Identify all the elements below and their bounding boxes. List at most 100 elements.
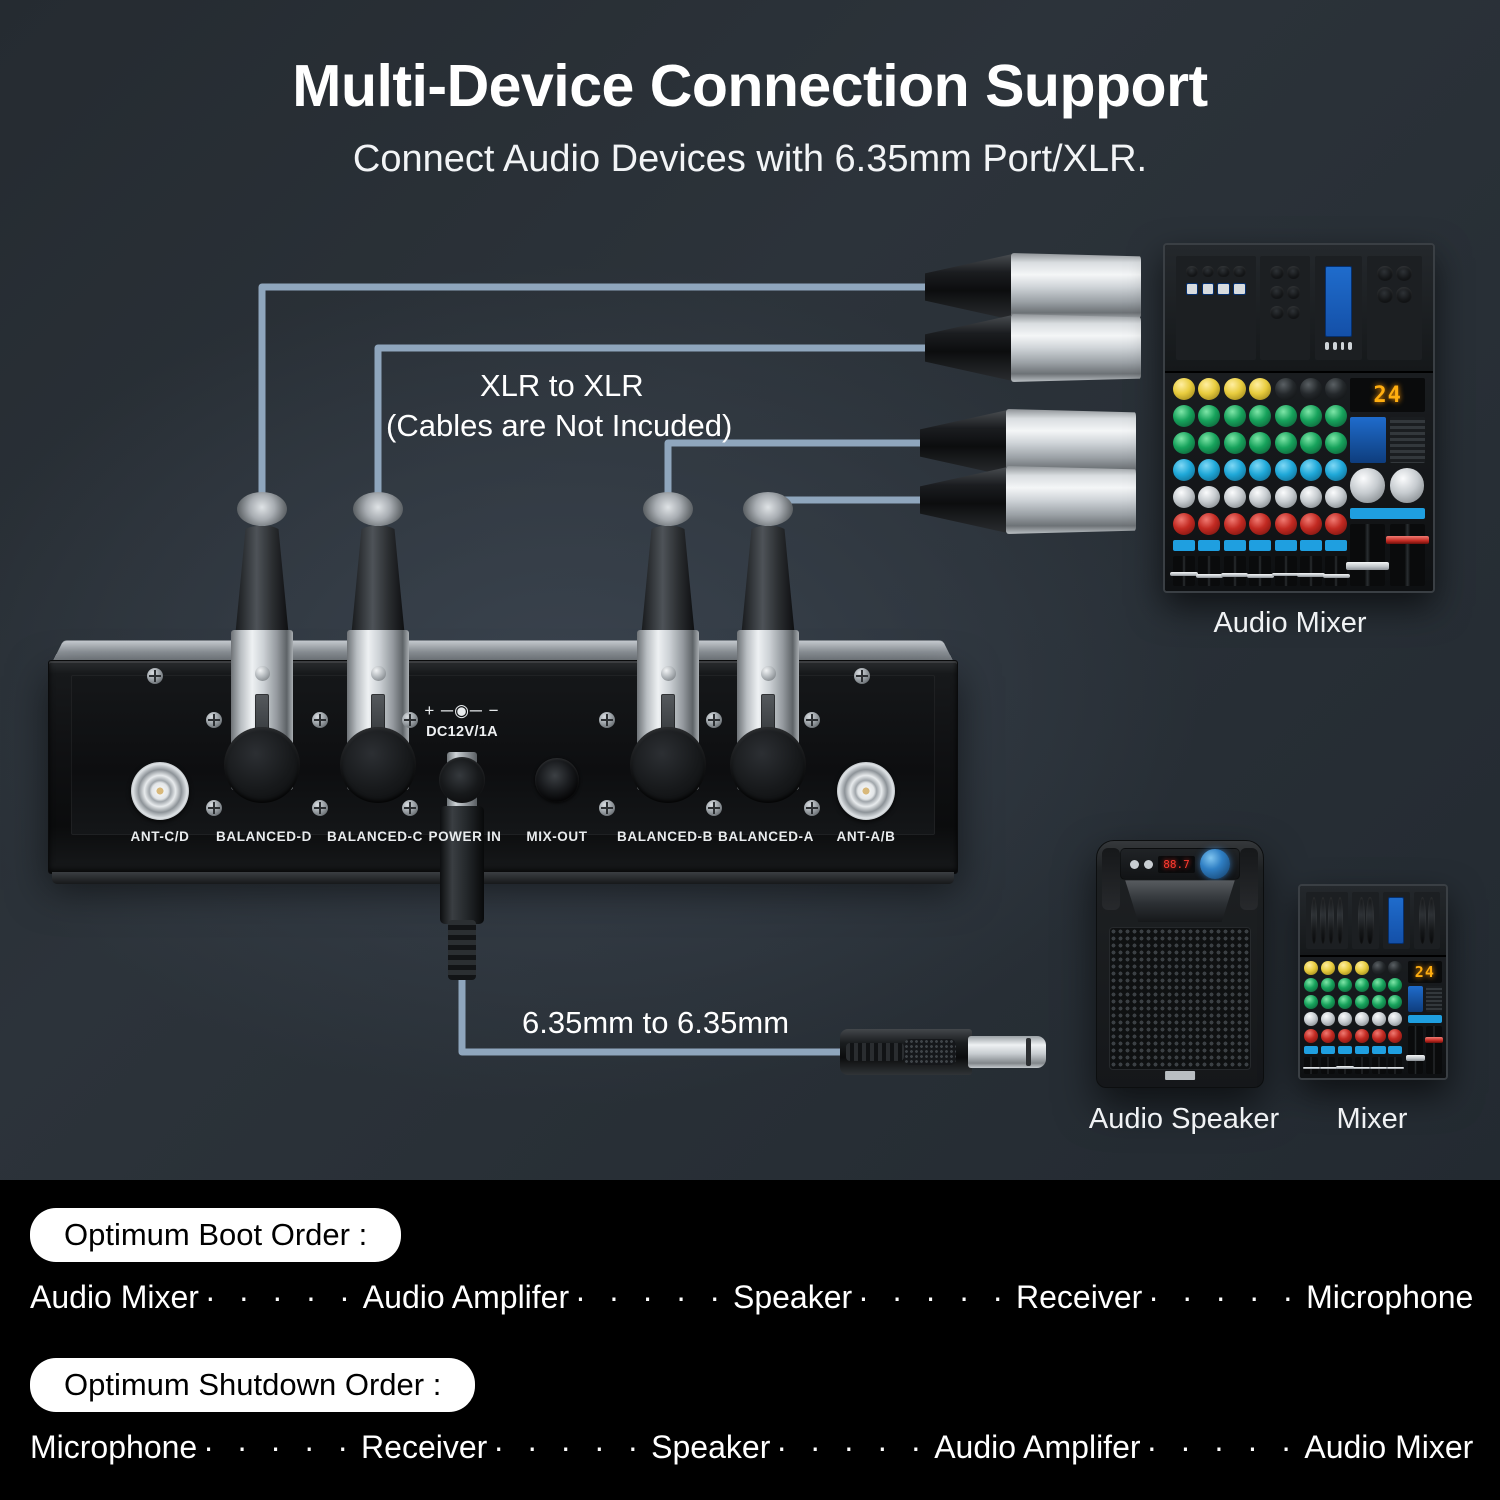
pan-knob[interactable] [1249,486,1272,508]
xlr-socket-balanced-c[interactable] [340,727,416,803]
mixer-trs-input[interactable] [1357,897,1365,944]
mixer-xlr-input[interactable] [1336,897,1343,944]
eq-knob[interactable] [1198,405,1221,428]
pan-knob[interactable] [1388,1012,1403,1026]
mute-button[interactable] [1304,1045,1319,1054]
channel-fader[interactable] [1336,1056,1354,1074]
gain-knob[interactable] [1388,961,1403,976]
xlr-socket-balanced-d[interactable] [224,727,300,803]
channel-fader[interactable] [1170,555,1198,586]
mute-button[interactable] [1198,539,1221,551]
mixer-xlr-input[interactable] [1328,897,1335,944]
mixer-trs-input[interactable] [1270,305,1285,319]
channel-fader[interactable] [1369,1056,1388,1074]
eq-knob[interactable] [1223,405,1246,428]
level-knob[interactable] [1173,512,1195,535]
gain-knob[interactable] [1338,961,1352,976]
level-knob[interactable] [1299,512,1322,535]
eq-knob[interactable] [1249,405,1272,428]
speaker-button[interactable] [1143,859,1153,869]
level-knob[interactable] [1304,1028,1319,1043]
mixer-trs-input[interactable] [1270,285,1285,299]
level-knob[interactable] [1198,512,1221,535]
mute-button[interactable] [1321,1045,1336,1054]
channel-fader[interactable] [1353,1056,1371,1074]
master-fader[interactable] [1406,1026,1426,1074]
eq-knob[interactable] [1304,978,1319,993]
mixer-output-jack[interactable] [1376,265,1394,282]
mute-button[interactable] [1338,1045,1352,1054]
channel-fader[interactable] [1386,1056,1404,1074]
mixer-xlr-input[interactable] [1185,265,1198,278]
pan-knob[interactable] [1354,1012,1369,1026]
mixer-output-jack[interactable] [1376,287,1394,303]
eq-knob[interactable] [1354,978,1369,993]
eq-knob[interactable] [1249,432,1272,455]
channel-fader[interactable] [1221,555,1249,586]
speaker-volume-knob[interactable] [1200,849,1231,880]
gain-knob[interactable] [1354,961,1369,976]
eq-knob[interactable] [1198,432,1221,455]
dc-power-jack[interactable] [439,757,485,803]
mute-button[interactable] [1173,539,1195,551]
master-fader[interactable] [1385,523,1430,586]
level-knob[interactable] [1223,512,1246,535]
mixer-output-jack[interactable] [1395,265,1413,282]
gain-knob[interactable] [1274,378,1297,401]
eq-knob[interactable] [1354,995,1369,1010]
channel-fader[interactable] [1246,555,1274,586]
pan-knob[interactable] [1198,486,1221,508]
aux-knob[interactable] [1173,459,1195,481]
eq-knob[interactable] [1388,995,1403,1010]
pan-knob[interactable] [1274,486,1297,508]
gain-knob[interactable] [1304,961,1319,976]
mute-button[interactable] [1223,539,1246,551]
mute-button[interactable] [1354,1045,1369,1054]
gain-knob[interactable] [1299,378,1322,401]
pan-knob[interactable] [1299,486,1322,508]
mixer-button[interactable] [1332,342,1337,351]
mixer-trs-input[interactable] [1286,285,1301,299]
mixer-button[interactable] [1340,342,1345,351]
mute-button[interactable] [1249,539,1272,551]
antenna-connector-ab[interactable] [837,762,895,820]
eq-knob[interactable] [1338,978,1352,993]
eq-knob[interactable] [1388,978,1403,993]
level-knob[interactable] [1371,1028,1386,1043]
mixer-trs-input[interactable] [1366,897,1374,944]
mute-button[interactable] [1274,539,1297,551]
aux-knob[interactable] [1223,459,1246,481]
aux-knob[interactable] [1299,459,1322,481]
channel-fader[interactable] [1297,555,1325,586]
pan-knob[interactable] [1321,1012,1336,1026]
aux-knob[interactable] [1249,459,1272,481]
pan-knob[interactable] [1325,486,1348,508]
gain-knob[interactable] [1173,378,1195,401]
speaker-button[interactable] [1129,859,1139,869]
eq-knob[interactable] [1274,432,1297,455]
eq-knob[interactable] [1299,432,1322,455]
eq-knob[interactable] [1371,995,1386,1010]
mixer-output-jack[interactable] [1395,287,1413,303]
mixer-xlr-input[interactable] [1311,897,1318,944]
xlr-socket-balanced-b[interactable] [630,727,706,803]
mute-button[interactable] [1325,539,1348,551]
gain-knob[interactable] [1223,378,1246,401]
eq-knob[interactable] [1223,432,1246,455]
mute-button[interactable] [1299,539,1322,551]
eq-knob[interactable] [1325,432,1348,455]
master-button[interactable] [1408,1015,1442,1024]
channel-fader[interactable] [1322,555,1350,586]
mixer-output-jack[interactable] [1418,897,1427,944]
master-knob[interactable] [1350,468,1385,503]
aux-knob[interactable] [1274,459,1297,481]
mixer-trs-input[interactable] [1286,305,1301,319]
xlr-socket-balanced-a[interactable] [730,727,806,803]
mixer-button[interactable] [1348,342,1353,351]
eq-knob[interactable] [1338,995,1352,1010]
mixer-xlr-input[interactable] [1217,265,1230,278]
master-fader[interactable] [1424,1026,1444,1074]
pan-knob[interactable] [1338,1012,1352,1026]
mixer-xlr-input[interactable] [1270,265,1285,279]
level-knob[interactable] [1274,512,1297,535]
